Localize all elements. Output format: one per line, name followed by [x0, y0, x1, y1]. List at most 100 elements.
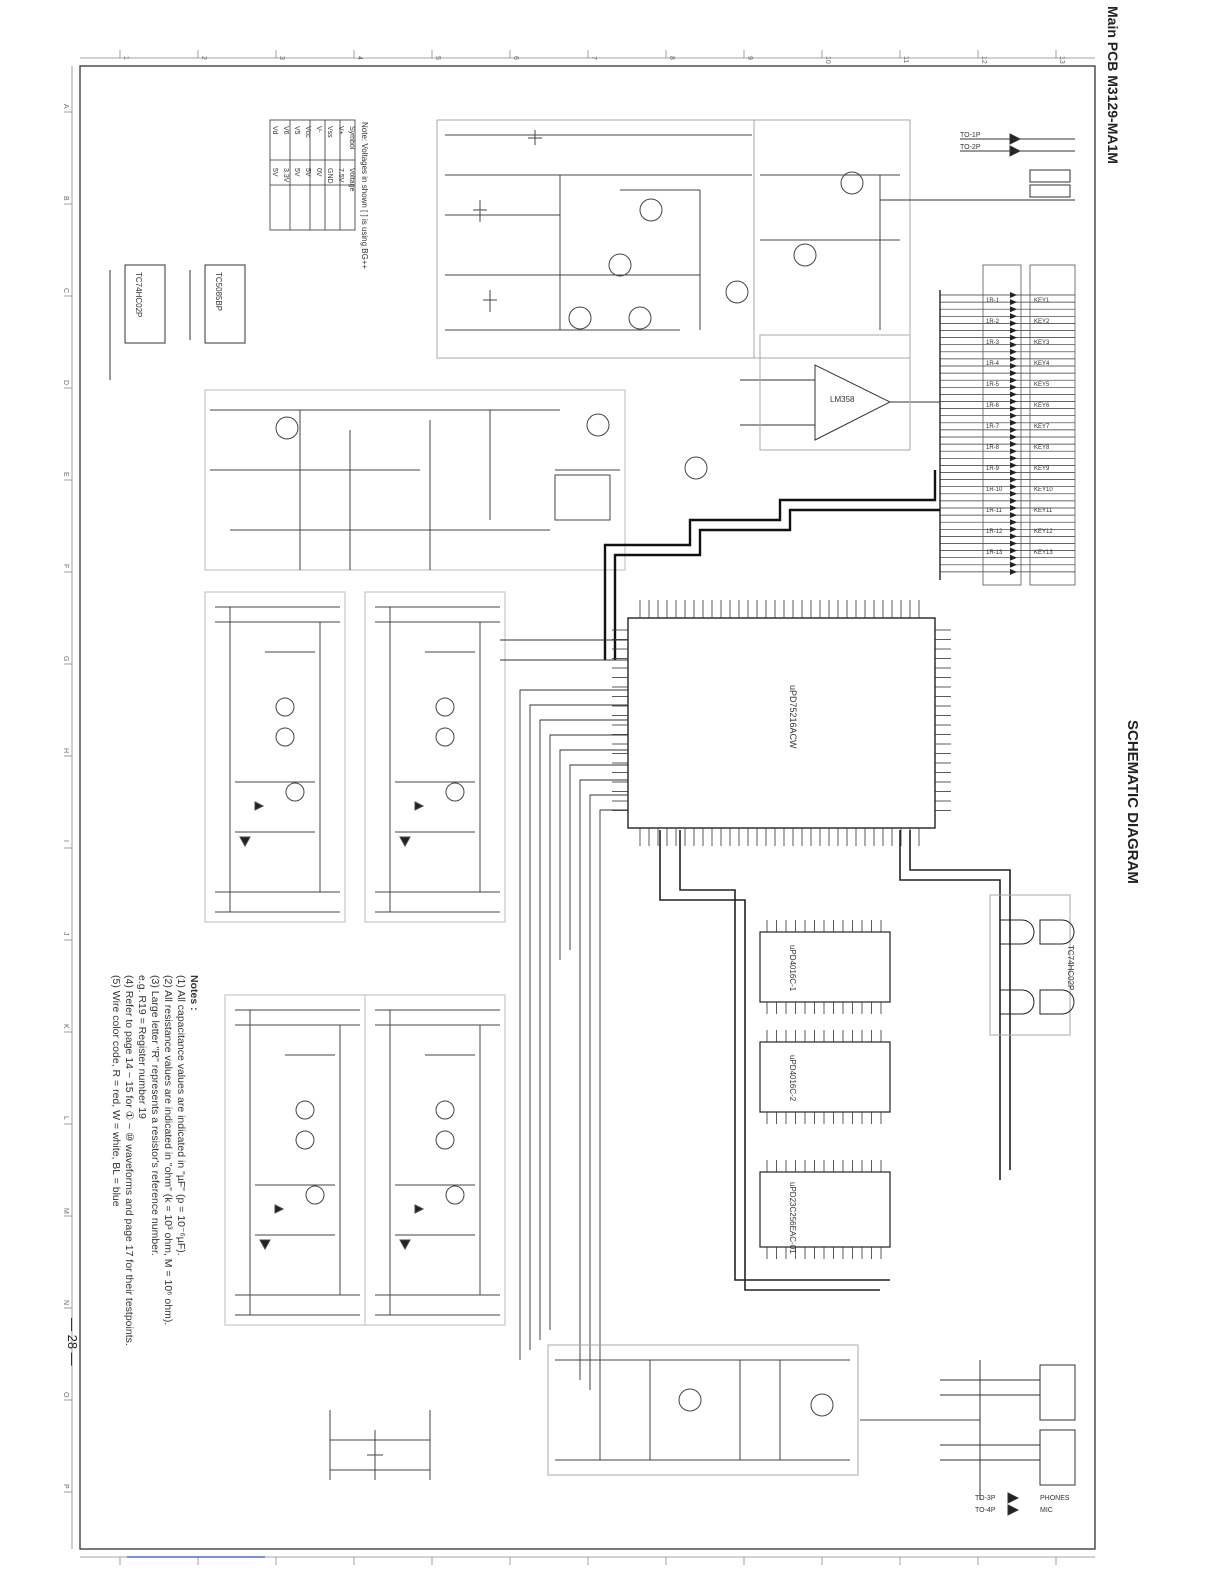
- board-title: Main PCB M3129-MA1M: [1105, 6, 1121, 164]
- bus-label-right: KEY9: [1034, 466, 1050, 472]
- voltage-table-cell: 7.5V: [337, 168, 344, 183]
- bus-label-left: 1R-7: [986, 424, 1000, 430]
- bus-arrow: [1010, 519, 1017, 526]
- bus-label-left: 1R-10: [986, 487, 1003, 493]
- note-line: (5) Wire color code, R = red, W = white,…: [110, 975, 122, 1207]
- bus-arrow: [1010, 292, 1017, 298]
- bus-arrow: [1010, 469, 1017, 476]
- voltage-table-cell: V-: [315, 126, 322, 133]
- grid-col-label: 10: [824, 56, 831, 64]
- cpu-label: uPD75216ACW: [788, 685, 798, 749]
- diode: [399, 836, 411, 848]
- bus-arrow: [1010, 419, 1017, 426]
- grid-row-label: O: [62, 1392, 69, 1398]
- grid-col-label: 7: [590, 56, 597, 60]
- bus-label-right: KEY3: [1034, 340, 1050, 346]
- bus-label-right: KEY12: [1034, 529, 1053, 535]
- amp-channel: [364, 994, 506, 1326]
- bus-arrow: [1010, 334, 1017, 341]
- bus-arrow: [1010, 455, 1017, 462]
- diagram-title: SCHEMATIC DIAGRAM: [1124, 720, 1141, 884]
- bus-arrow: [1010, 490, 1017, 497]
- bus-arrow: [1010, 363, 1017, 369]
- rom-label: uPD23C256EAC-01: [788, 1182, 797, 1254]
- grid-row-label: M: [62, 1208, 69, 1214]
- bus-label-left: 1R-4: [986, 361, 1000, 367]
- voltage-table-cell: 5V: [271, 168, 278, 177]
- ram1-label: uPD4016C-1: [788, 945, 797, 992]
- bus-arrow: [1010, 405, 1017, 412]
- grid-row-label: J: [62, 932, 69, 936]
- bus-label-right: KEY10: [1034, 487, 1053, 493]
- bus-label-left: 1R-3: [986, 340, 1000, 346]
- connector-to1p: TO-1P: [960, 132, 981, 139]
- jack-phones-label: PHONES: [1040, 1495, 1070, 1502]
- bus-arrow: [1010, 441, 1017, 448]
- bus-arrow: [1010, 554, 1017, 561]
- grid-col-label: 9: [746, 56, 753, 60]
- bus-arrow: [1010, 512, 1017, 519]
- bus-label-left: 1R-13: [986, 550, 1003, 556]
- ic-top-left-2-label: TC5085BP: [214, 272, 223, 311]
- bus-arrow: [1010, 462, 1017, 469]
- transistor: [435, 727, 455, 747]
- bottom-output-stage: [547, 1344, 980, 1476]
- input-stage: [204, 389, 708, 571]
- right-connector-bus: [939, 264, 1076, 586]
- bus-arrow: [1010, 299, 1017, 306]
- diode: [259, 1239, 271, 1251]
- gate-ic-label: TC74HC02P: [1066, 945, 1075, 990]
- amp-channels: [204, 591, 506, 1326]
- transistor: [275, 697, 295, 717]
- bus-arrow: [1010, 526, 1017, 533]
- voltage-table-cell: 0V: [315, 168, 322, 177]
- grid-col-label: 13: [1058, 56, 1065, 64]
- bus-arrow: [1010, 377, 1017, 384]
- voltage-table-cell: Vss: [326, 126, 333, 138]
- voltage-table-cell: Voltage: [348, 168, 355, 191]
- ic-top-left-1-label: TC74HC02P: [134, 272, 143, 317]
- notes-heading: Notes :: [188, 975, 200, 1011]
- bus-arrow: [1010, 533, 1017, 540]
- cpu-ic: [612, 600, 951, 846]
- bus-label-right: KEY6: [1034, 403, 1050, 409]
- bus-arrow: [1010, 434, 1017, 440]
- note-line: (4) Refer to page 14 ~ 15 for ① ~ ⑩ wave…: [123, 975, 135, 1346]
- grid-row-label: I: [62, 840, 69, 842]
- grid-row-label: C: [62, 288, 69, 293]
- bus-label-right: KEY4: [1034, 361, 1050, 367]
- diode: [254, 801, 265, 811]
- bus-label-left: 1R-2: [986, 319, 1000, 325]
- page-number: — 28 —: [65, 1318, 80, 1366]
- diode: [414, 801, 425, 811]
- transistor: [445, 782, 465, 802]
- voltage-table-note: Note: Voltages in shown [ ] is using BG+…: [360, 122, 369, 270]
- top-left-ics: [109, 264, 246, 380]
- bus-label-left: 1R-12: [986, 529, 1003, 535]
- op-amp-section: [740, 334, 940, 451]
- amp-channel-frame: [364, 994, 506, 1326]
- voltage-table-cell: Vcc: [304, 126, 311, 138]
- grid-ticks: [64, 50, 1057, 1565]
- grid-col-label: 5: [434, 56, 441, 60]
- grid-col-label: 3: [278, 56, 285, 60]
- transistor: [305, 1185, 325, 1205]
- diode: [414, 1204, 425, 1214]
- bus-label-right: KEY1: [1034, 298, 1050, 304]
- grid-col-label: 11: [902, 56, 909, 63]
- bus-arrow: [1010, 391, 1017, 398]
- bus-arrow: [1010, 412, 1017, 419]
- grid-row-label: N: [62, 1300, 69, 1305]
- grid-row-label: A: [62, 104, 69, 109]
- transistor: [435, 697, 455, 717]
- voltage-table: [269, 119, 356, 231]
- grid-col-label: 8: [668, 56, 675, 60]
- bus-connector-right: [1029, 264, 1076, 586]
- grid-col-label: 6: [512, 56, 519, 60]
- bus-arrow: [1010, 320, 1017, 327]
- connector-to4p: TO-4P: [975, 1507, 996, 1514]
- bus-arrow: [1010, 497, 1017, 504]
- bus-labels: 1R-11R-21R-31R-41R-51R-61R-71R-81R-91R-1…: [986, 298, 1053, 556]
- grid-row-label: E: [62, 472, 69, 477]
- bottom-power-section: [329, 1410, 431, 1480]
